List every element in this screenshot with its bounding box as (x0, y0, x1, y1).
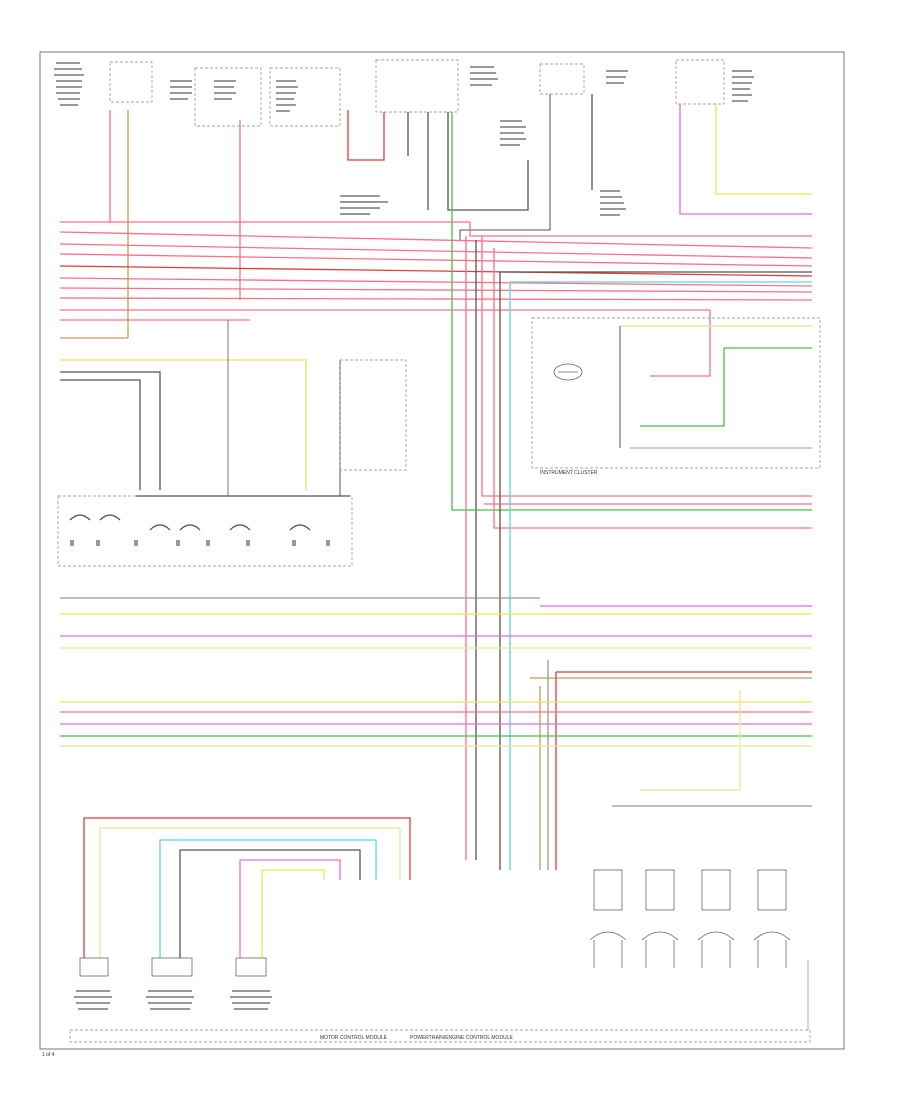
footer-left-label: MOTOR CONTROL MODULE (320, 1035, 388, 1041)
injector-3-icon (701, 869, 731, 911)
injectors (589, 869, 791, 968)
sensors (74, 957, 272, 1010)
ckp-sensor-icon (79, 957, 109, 977)
fuel-pump-box (539, 63, 585, 95)
footer-right-label: POWERTRAIN/ENGINE CONTROL MODULE (410, 1035, 513, 1041)
oil-pressure-box (675, 59, 725, 105)
top-components (54, 59, 754, 216)
tp-sensor-icon (235, 957, 267, 977)
injector-4-icon (757, 869, 787, 911)
brake-switch-box (269, 67, 341, 127)
cmp-sensor-icon (151, 957, 193, 977)
relay-module (57, 320, 407, 567)
instrument-cluster: INSTRUMENT CLUSTER (531, 317, 821, 476)
instrument-cluster-box (531, 317, 821, 469)
fuel-pump-relay-box (375, 59, 459, 113)
page-ref: 1 of 4 (42, 1052, 55, 1058)
ignition-switch-box (109, 61, 153, 103)
injector-1-icon (593, 869, 623, 911)
mid-harness (60, 597, 812, 870)
upper-harness (59, 221, 813, 490)
right-bundle (451, 112, 812, 870)
label-blocks (54, 62, 754, 216)
instrument-cluster-label: INSTRUMENT CLUSTER (540, 470, 598, 476)
sensor-group (83, 817, 411, 960)
ecm-box (69, 1029, 811, 1043)
diagram-frame (39, 51, 845, 1050)
relay-module-box (57, 495, 353, 567)
starter-relay-box (194, 67, 262, 127)
injector-2-icon (645, 869, 675, 911)
top-feeds (109, 94, 812, 338)
